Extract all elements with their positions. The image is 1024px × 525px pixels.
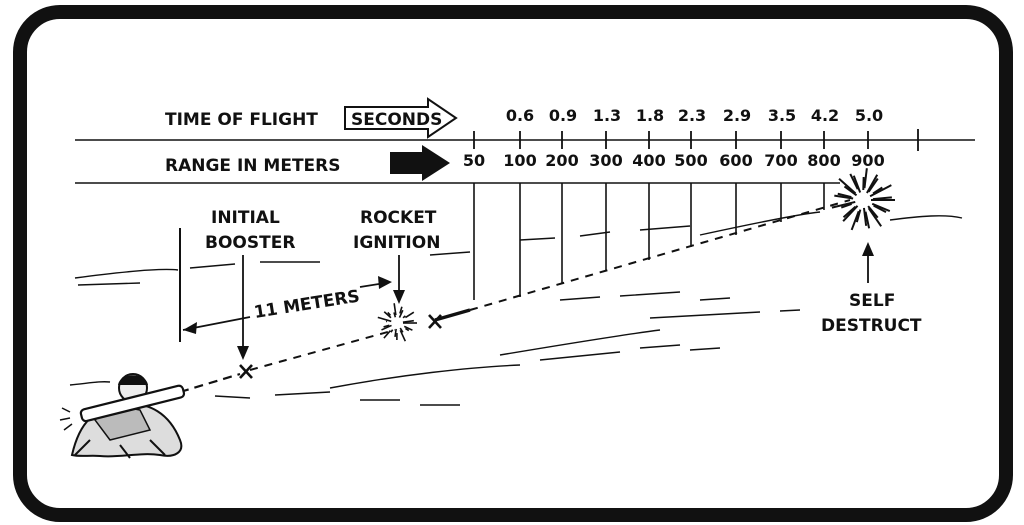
trajectory-coast (249, 329, 396, 371)
rocket-body (434, 308, 471, 322)
seconds-label: SECONDS (351, 110, 442, 130)
range-value: 700 (764, 151, 797, 170)
ignition-x-marker-icon (428, 314, 442, 329)
booster-label-line1: INITIAL (211, 208, 280, 228)
trajectory-initial (179, 372, 241, 394)
terrain-lines (69, 211, 963, 406)
time-of-flight-label: TIME OF FLIGHT (165, 110, 318, 130)
range-value: 500 (674, 151, 707, 170)
seconds-arrow-icon (344, 97, 458, 139)
range-value: 50 (463, 151, 485, 170)
time-value: 1.3 (593, 106, 621, 125)
range-value: 900 (851, 151, 884, 170)
self-destruct-label-line1: SELF (849, 291, 895, 311)
time-value: 1.8 (636, 106, 664, 125)
ignition-burst-icon (377, 303, 417, 342)
time-value: 5.0 (855, 106, 883, 125)
range-arrow-icon (390, 145, 450, 181)
soldier-icon (59, 373, 186, 459)
time-of-flight-values: 0.6 0.9 1.3 1.8 2.3 2.9 3.5 4.2 5.0 (506, 106, 883, 125)
time-value: 3.5 (768, 106, 796, 125)
outer-border (13, 5, 1013, 522)
booster-x-marker-icon (239, 364, 253, 379)
range-value: 400 (632, 151, 665, 170)
distance-right-arrow-icon (378, 276, 392, 289)
self-destruct-arrow-icon (862, 242, 874, 256)
ignition-arrow-icon (393, 290, 405, 304)
time-axis-ticks (473, 129, 919, 151)
self-destruct-burst-icon (831, 168, 895, 231)
range-value: 100 (503, 151, 536, 170)
trajectory-powered (469, 199, 851, 311)
range-value: 200 (545, 151, 578, 170)
time-value: 0.6 (506, 106, 534, 125)
distance-left-arrow-icon (183, 322, 197, 334)
time-value: 0.9 (549, 106, 577, 125)
self-destruct-label-line2: DESTRUCT (821, 316, 922, 336)
ignition-label-line2: IGNITION (353, 233, 440, 253)
launcher-tube (79, 384, 186, 423)
ignition-label-line1: ROCKET (360, 208, 437, 228)
range-label: RANGE IN METERS (165, 156, 341, 176)
time-value: 2.3 (678, 106, 706, 125)
range-values: 50 100 200 300 400 500 600 700 800 900 (463, 151, 885, 170)
booster-arrow-icon (237, 346, 249, 360)
time-value: 2.9 (723, 106, 751, 125)
range-value: 800 (807, 151, 840, 170)
booster-label-line2: BOOSTER (205, 233, 295, 253)
range-value: 300 (589, 151, 622, 170)
range-value: 600 (719, 151, 752, 170)
time-value: 4.2 (811, 106, 839, 125)
